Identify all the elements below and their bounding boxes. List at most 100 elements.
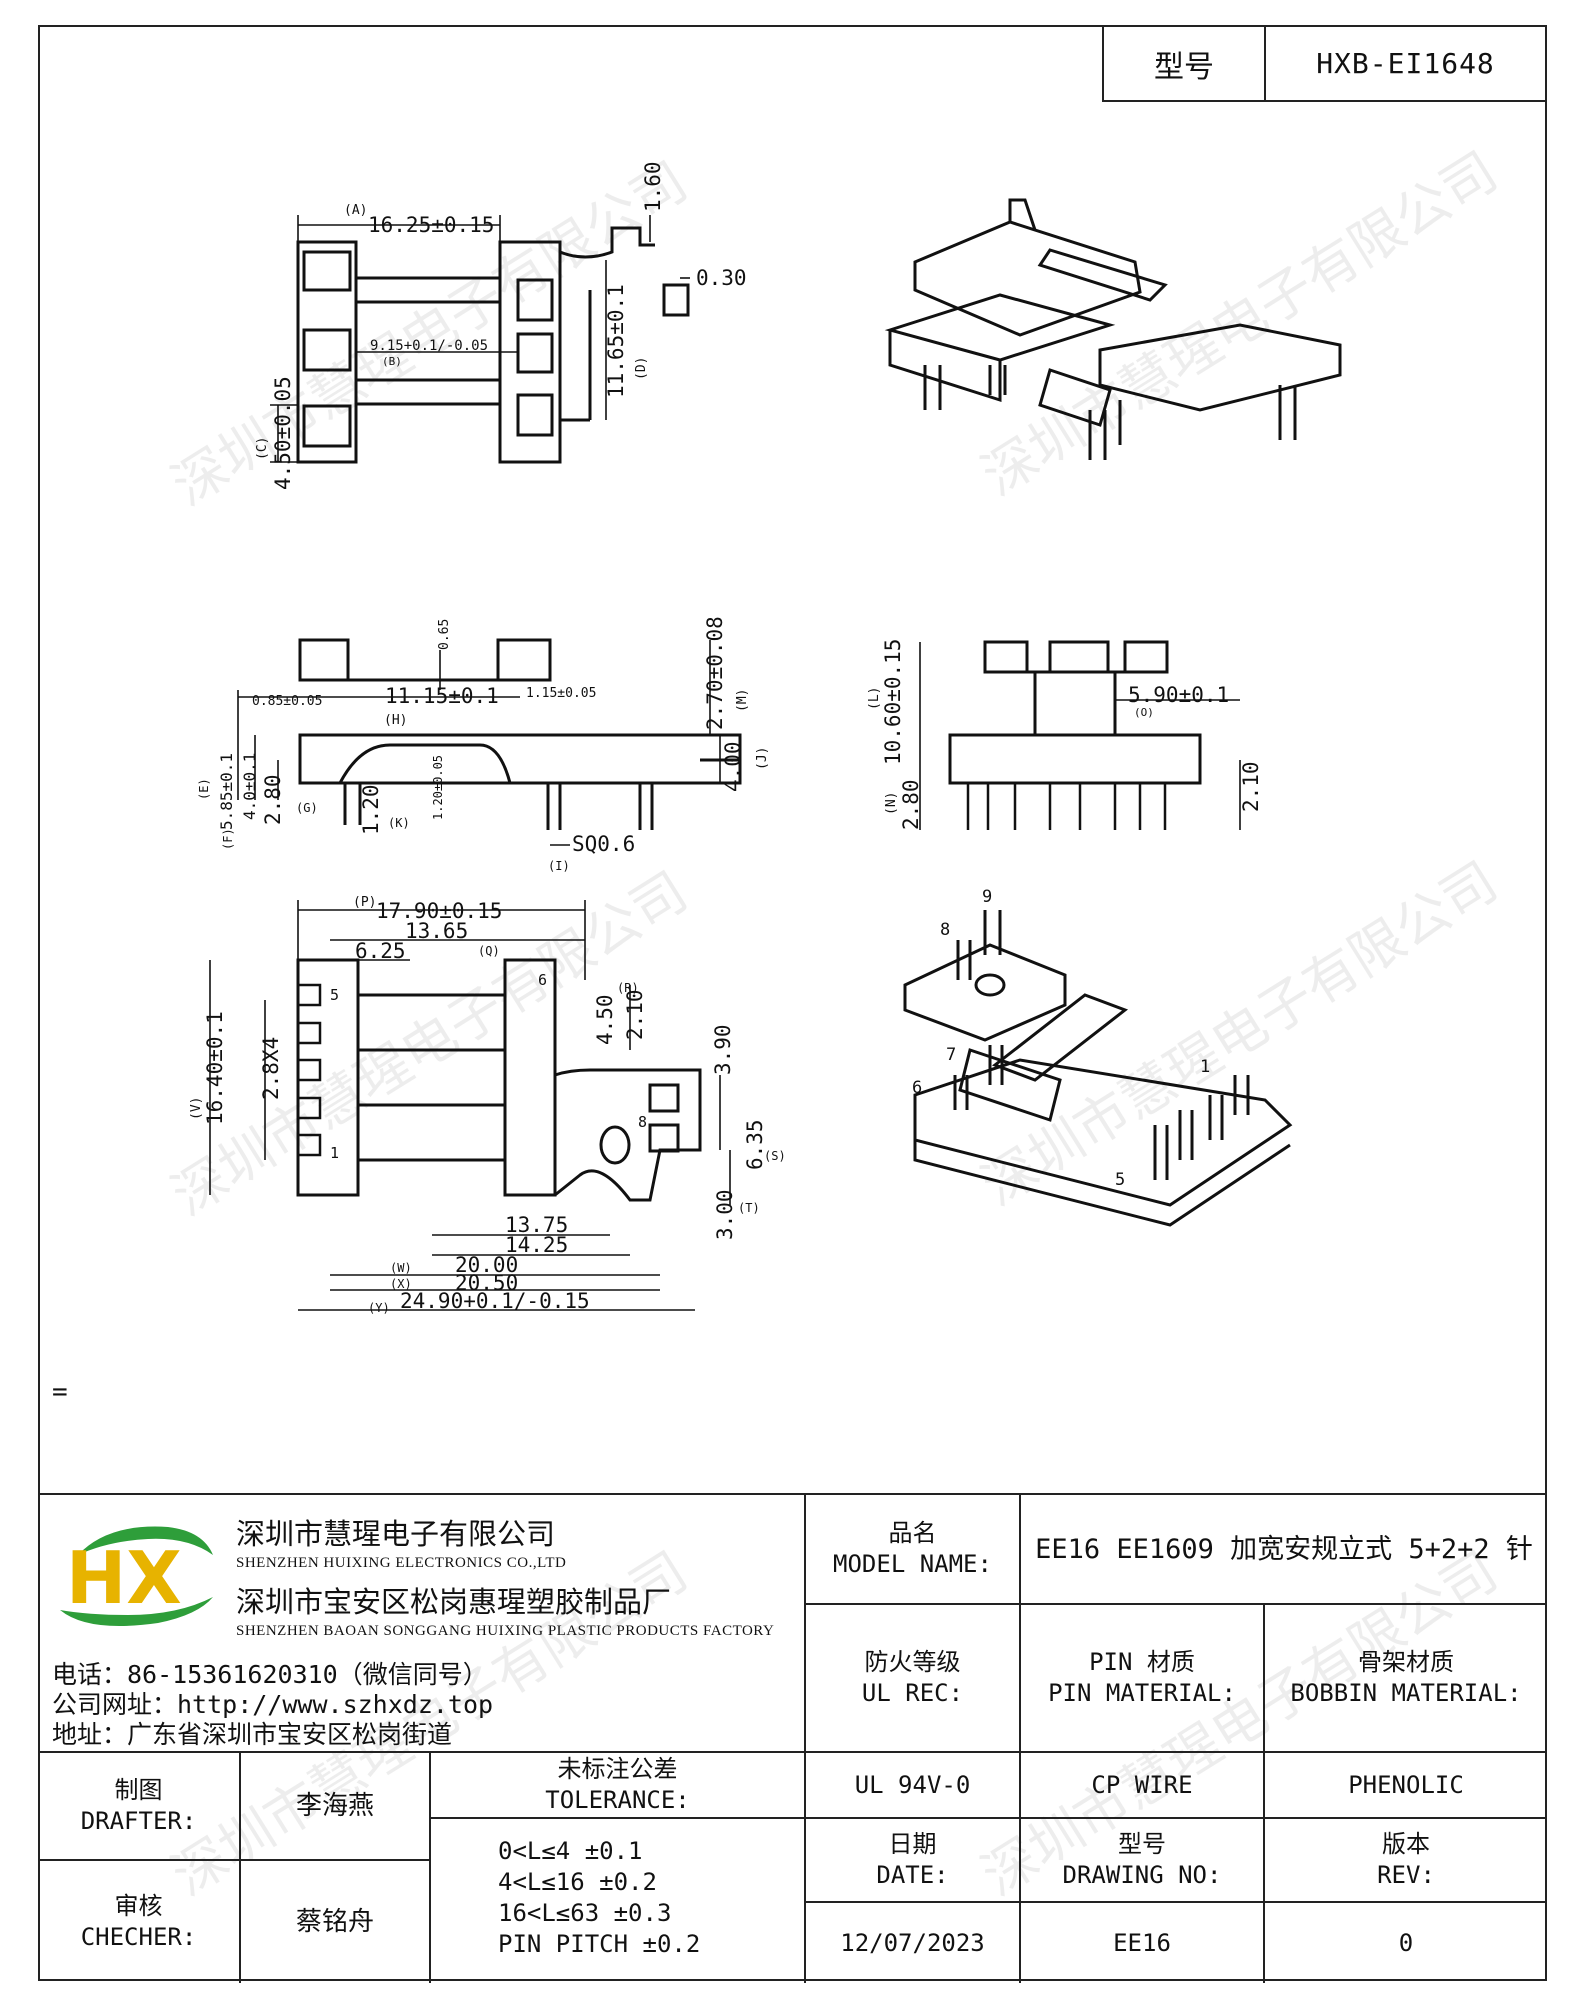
drawing-frame — [38, 25, 1547, 1981]
side-view-dims — [919, 642, 1241, 830]
checker-label: 审核 CHECHER: — [38, 1861, 241, 1983]
note-mark: = — [52, 1377, 68, 1407]
dim-c: 4.50±0.05 — [271, 376, 295, 490]
pin-number: 1 — [330, 1144, 339, 1162]
dim-y: 24.90+0.1/-0.15 — [400, 1289, 590, 1313]
model-name-en: MODEL NAME: — [833, 1550, 992, 1578]
dim-label: (P) — [353, 895, 376, 910]
pin-material-en: PIN MATERIAL: — [1048, 1679, 1236, 1707]
dim-label: (F) — [221, 828, 235, 850]
drafter-label: 制图 DRAFTER: — [38, 1753, 241, 1861]
hx-logo: HX — [60, 1526, 213, 1627]
dim-r: 4.50 — [593, 994, 617, 1045]
tolerance-values-cell — [431, 1819, 806, 1983]
logo-text: HX — [66, 1536, 182, 1620]
dim-pin-len: 1.60 — [641, 161, 665, 212]
company-info: HX 深圳市慧瑆电子有限公司 SHENZHEN HUIXING ELECTRON… — [38, 1495, 806, 1753]
dim-390: 3.90 — [711, 1024, 735, 1075]
dim-label: (J) — [755, 747, 770, 770]
checker-name-cell: 蔡铭舟 — [241, 1861, 431, 1983]
dim-label: (R) — [617, 981, 639, 995]
date-value: 12/07/2023 — [840, 1928, 985, 1957]
drafter-en: DRAFTER: — [80, 1807, 197, 1835]
tolerance-line: 16<L≤63 ±0.3 — [498, 1899, 672, 1927]
outline-strokes — [209, 198, 1342, 1311]
dim-l: 10.60±0.15 — [881, 639, 905, 765]
iso-view-bottom — [903, 910, 1293, 1227]
factory-name-en: SHENZHEN BAOAN SONGGANG HUIXING PLASTIC … — [236, 1623, 775, 1639]
dim-a: 16.25±0.15 — [368, 213, 494, 237]
company-name-cn: 深圳市慧瑆电子有限公司 — [236, 1517, 556, 1551]
pin-material-value-cell: CP WIRE — [1021, 1753, 1265, 1819]
drafter-cn: 制图 — [114, 1776, 163, 1804]
dim-label: (G) — [296, 801, 318, 815]
date-value-cell: 12/07/2023 — [806, 1903, 1021, 1983]
dim-label: (E) — [197, 778, 211, 800]
dim-wall: 0.30 — [696, 266, 747, 290]
top-view-dims — [270, 215, 690, 463]
dim-085: 0.85±0.05 — [252, 694, 322, 709]
company-name-en: SHENZHEN HUIXING ELECTRONICS CO.,LTD — [236, 1555, 567, 1571]
bottom-view-dims — [209, 900, 731, 1311]
dim-pitch: 2.8X4 — [259, 1037, 283, 1100]
dim-m: 2.70±0.08 — [703, 616, 727, 730]
dim-p: 17.90±0.15 — [376, 899, 502, 923]
dim-label: (K) — [388, 816, 410, 830]
checker-cn: 审核 — [114, 1892, 163, 1920]
dim-1375: 13.75 — [505, 1213, 568, 1237]
model-name-value: EE16 EE1609 加宽安规立式 5+2+2 针 — [1035, 1533, 1533, 1565]
dim-d: 11.65±0.1 — [604, 284, 628, 398]
bobbin-material-label: 骨架材质 BOBBIN MATERIAL: — [1265, 1605, 1547, 1753]
dim-g: 2.80 — [261, 774, 285, 825]
date-en: DATE: — [876, 1861, 949, 1889]
pin-number: 5 — [330, 986, 339, 1004]
tolerance-cn: 未标注公差 — [557, 1755, 678, 1783]
dim-label: (S) — [764, 1149, 786, 1163]
dim-1425: 14.25 — [505, 1233, 568, 1257]
dim-n: 2.80 — [899, 779, 923, 830]
bobbin-material-en: BOBBIN MATERIAL: — [1290, 1679, 1522, 1707]
iso-pin-label: 6 — [912, 1078, 922, 1098]
drawing-no-cn: 型号 — [1118, 1830, 1166, 1858]
pin-number: 8 — [638, 1113, 647, 1131]
iso-pin-label: 8 — [940, 920, 950, 940]
dim-label: (X) — [390, 1277, 412, 1291]
date-cn: 日期 — [888, 1830, 937, 1858]
title-block: HX 深圳市慧瑆电子有限公司 SHENZHEN HUIXING ELECTRON… — [38, 1493, 1547, 1983]
dim-t: 3.00 — [713, 1189, 737, 1240]
rev-en: REV: — [1377, 1861, 1435, 1889]
fire-rating-cn: 防火等级 — [864, 1648, 961, 1676]
dim-j: 4.00 — [721, 741, 745, 792]
dim-120: 1.20±0.05 — [431, 755, 445, 820]
dim-label: (Q) — [478, 944, 500, 958]
dim-w: 20.00 — [455, 1253, 518, 1277]
drawing-no-value: EE16 — [1113, 1928, 1171, 1957]
tolerance-label: 未标注公差 TOLERANCE: — [431, 1753, 806, 1819]
drafter-name-cell: 李海燕 — [241, 1753, 431, 1861]
rev-label: 版本 REV: — [1265, 1819, 1547, 1903]
dim-b: 9.15+0.1/-0.05 — [370, 338, 488, 354]
fire-rating-en: UL REC: — [861, 1679, 964, 1707]
iso-pin-label: 1 — [1200, 1057, 1210, 1077]
iso-pin-label: 9 — [982, 887, 992, 907]
model-name-cell: EE16 EE1609 加宽安规立式 5+2+2 针 — [1021, 1495, 1547, 1605]
fire-rating-label: 防火等级 UL REC: — [806, 1605, 1021, 1753]
dim-210b: 2.10 — [623, 989, 647, 1040]
pin-number: 6 — [538, 971, 547, 989]
dim-label: (H) — [384, 713, 407, 728]
iso-pin-label: 7 — [946, 1045, 956, 1065]
dim-label: (A) — [344, 203, 367, 218]
factory-name-cn: 深圳市宝安区松岗惠瑆塑胶制品厂 — [236, 1585, 672, 1619]
dim-h: 11.15±0.1 — [385, 684, 499, 708]
dim-label: (N) — [884, 792, 899, 815]
dim-v: 16.40±0.1 — [203, 1011, 227, 1125]
dim-label: (L) — [867, 687, 882, 710]
iso-view-top — [884, 198, 1342, 460]
side-view — [948, 640, 1202, 830]
top-view — [296, 226, 690, 464]
model-value: HXB-EI1648 — [1316, 47, 1495, 80]
company-address: 地址：广东省深圳市宝安区松岗街道 — [52, 1720, 453, 1749]
technical-drawing: (A) 16.25±0.15 9.15+0.1/-0.05 (B) 4.50±0… — [189, 161, 1342, 1315]
dim-o: 5.90±0.1 — [1128, 683, 1229, 707]
model-name-cn: 品名 — [888, 1519, 937, 1547]
